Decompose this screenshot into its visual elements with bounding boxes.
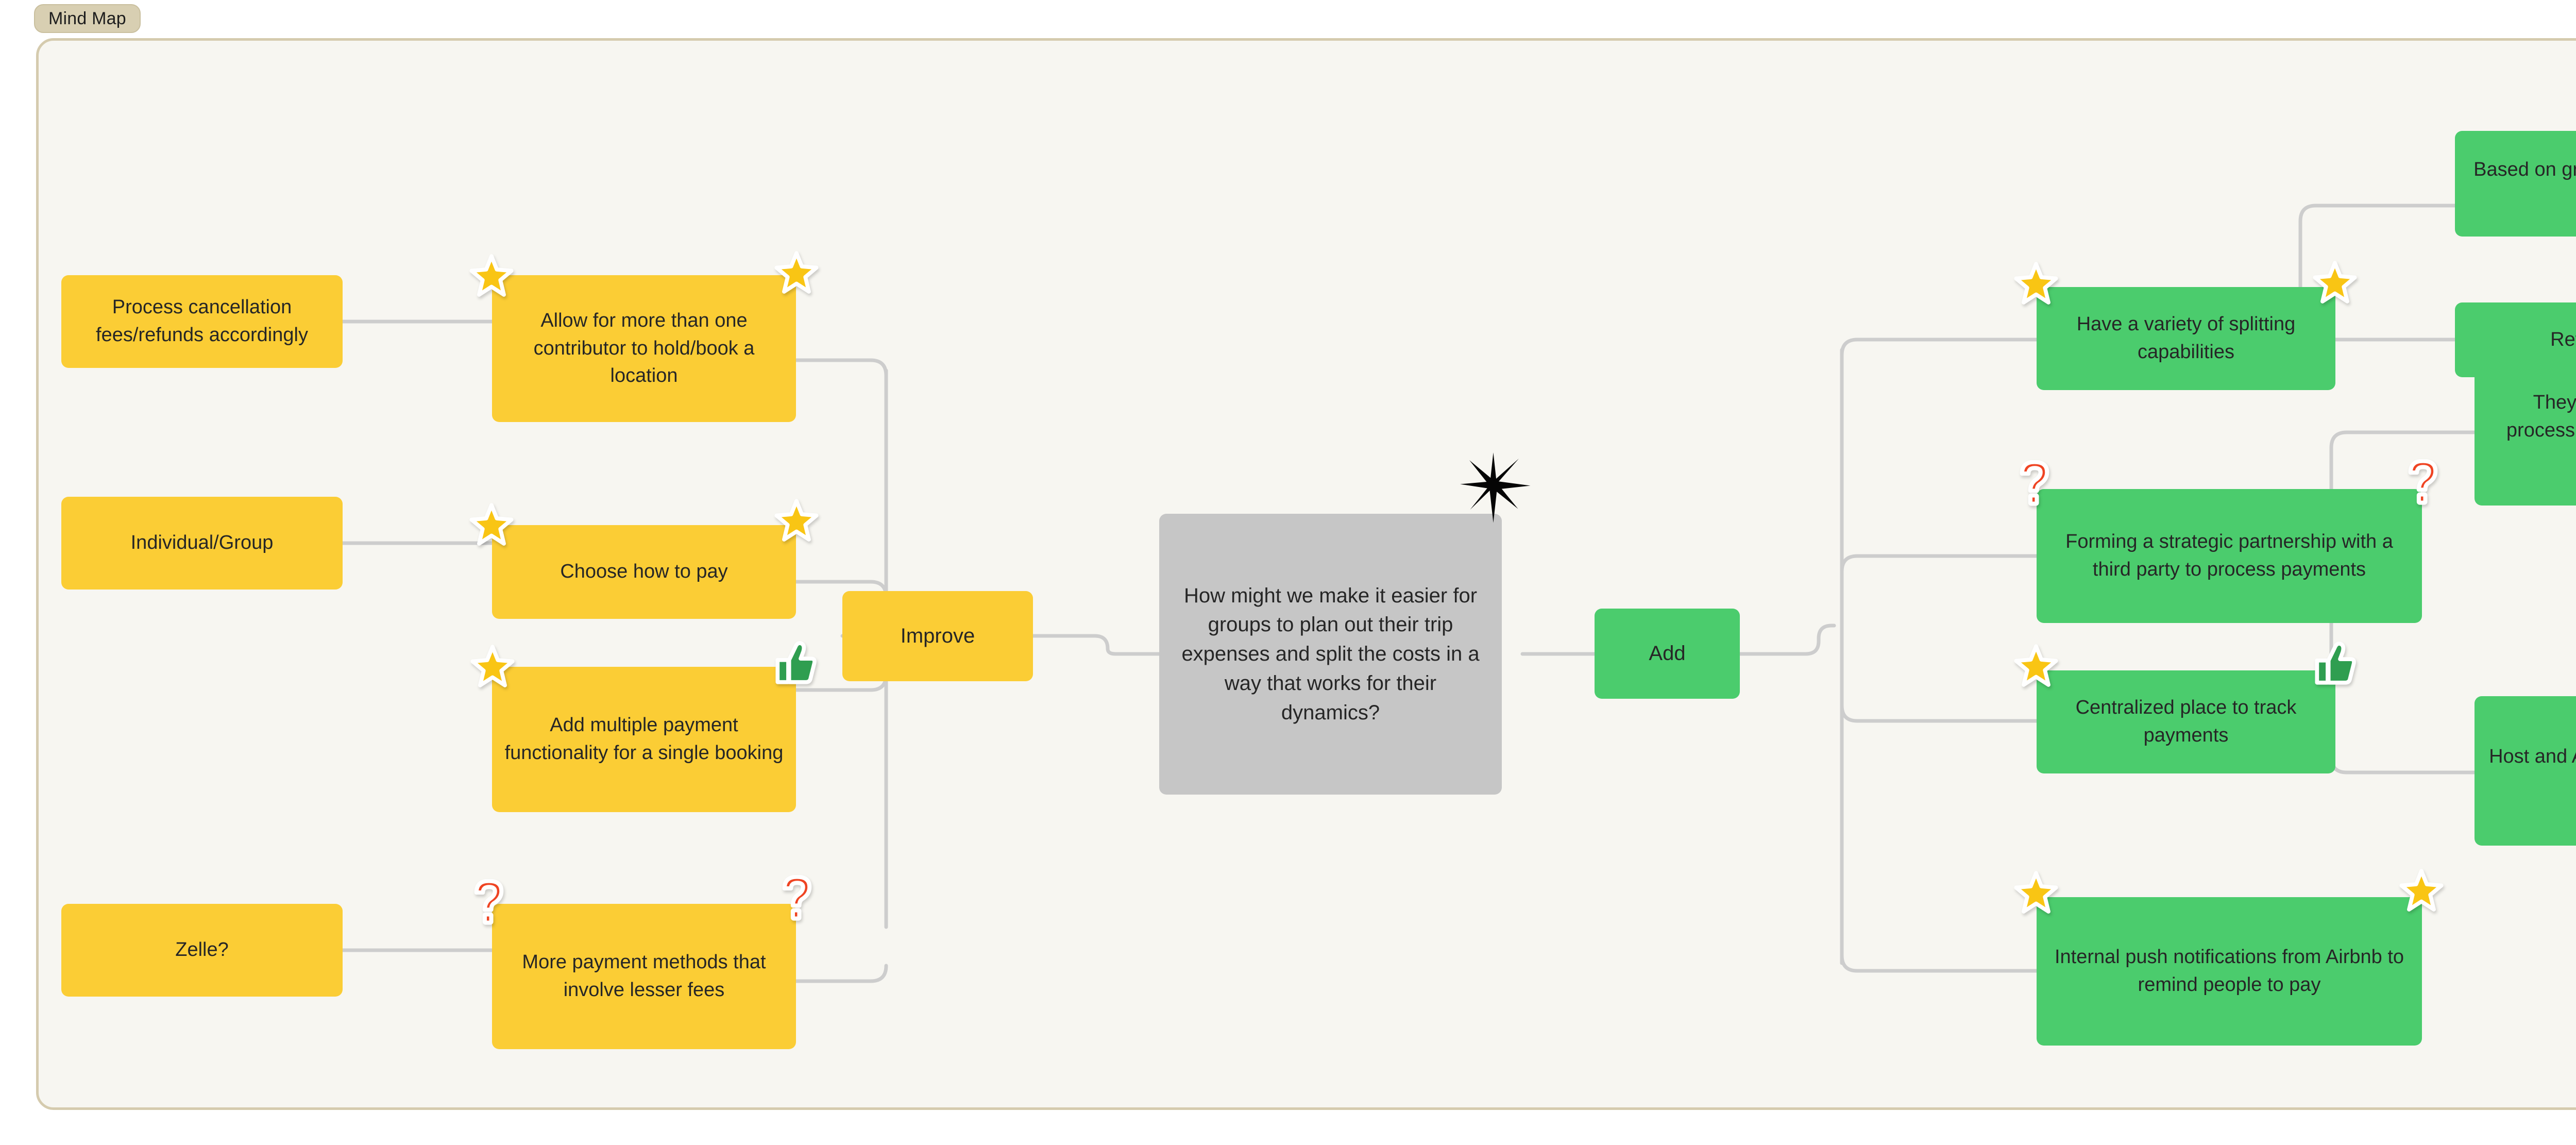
node-text: More payment methods that involve lesser… <box>522 951 766 1001</box>
node-text: Add multiple payment functionality for a… <box>504 714 784 764</box>
node-zelle[interactable]: Zelle? <box>61 904 343 997</box>
node-improve[interactable]: Improve <box>842 591 1033 681</box>
node-how-might-we[interactable]: How might we make it easier for groups t… <box>1159 452 1531 795</box>
node-they-can-handle[interactable]: They can handle the payment processing a… <box>2475 356 2576 506</box>
node-text: Zelle? <box>175 939 229 961</box>
node-text: Have a variety of splitting capabilities <box>2076 313 2296 363</box>
node-text: Choose how to pay <box>560 561 728 583</box>
node-individual-group[interactable]: Individual/Group <box>61 497 343 590</box>
mind-map-canvas[interactable]: Process cancellation fees/refunds accord… <box>36 38 2576 1110</box>
node-choose-how-to-pay[interactable]: Choose how to pay <box>469 499 819 619</box>
node-text: How might we make it easier for groups t… <box>1181 584 1480 724</box>
node-text: Process cancellation fees/refunds accord… <box>96 296 308 346</box>
node-add[interactable]: Add <box>1595 609 1740 699</box>
node-text: Based on group dynamics and payment capa… <box>2473 158 2576 180</box>
node-text: Ref Splitwise <box>2550 328 2576 350</box>
node-text: Add <box>1649 642 1686 665</box>
node-more-payment-methods[interactable]: More payment methods that involve lesser… <box>474 875 812 1049</box>
node-text: Internal push notifications from Airbnb … <box>2054 946 2404 996</box>
node-have-variety[interactable]: Have a variety of splitting capabilities <box>2014 261 2357 390</box>
tab-label: Mind Map <box>48 8 126 28</box>
node-host-upfront[interactable]: Host and Airbnb need to be paid upfront … <box>2475 696 2576 846</box>
node-based-on-group-dynamics[interactable]: Based on group dynamics and payment capa… <box>2455 131 2576 237</box>
node-forming-partnership[interactable]: Forming a strategic partnership with a t… <box>2020 459 2438 623</box>
node-internal-push[interactable]: Internal push notifications from Airbnb … <box>2014 869 2444 1046</box>
node-text: Centralized place to track payments <box>2075 697 2297 746</box>
node-text: Improve <box>900 625 975 648</box>
node-add-multiple-payment[interactable]: Add multiple payment functionality for a… <box>470 641 817 812</box>
node-text: Host and Airbnb need to be paid upfront … <box>2489 746 2576 768</box>
node-allow-contributor[interactable]: Allow for more than one contributor to h… <box>469 251 819 422</box>
sparkle-icon <box>1455 448 1533 525</box>
node-text: Allow for more than one contributor to h… <box>533 309 755 387</box>
node-text: They can handle the payment processing a… <box>2506 392 2576 442</box>
node-text: Individual/Group <box>130 532 274 554</box>
connector-edges <box>341 204 2478 983</box>
node-text: Forming a strategic partnership with a t… <box>2065 531 2393 580</box>
tab-mind-map[interactable]: Mind Map <box>34 4 141 33</box>
node-process-cancellation[interactable]: Process cancellation fees/refunds accord… <box>61 275 343 368</box>
node-centralized-place[interactable]: Centralized place to track payments <box>2014 642 2356 773</box>
